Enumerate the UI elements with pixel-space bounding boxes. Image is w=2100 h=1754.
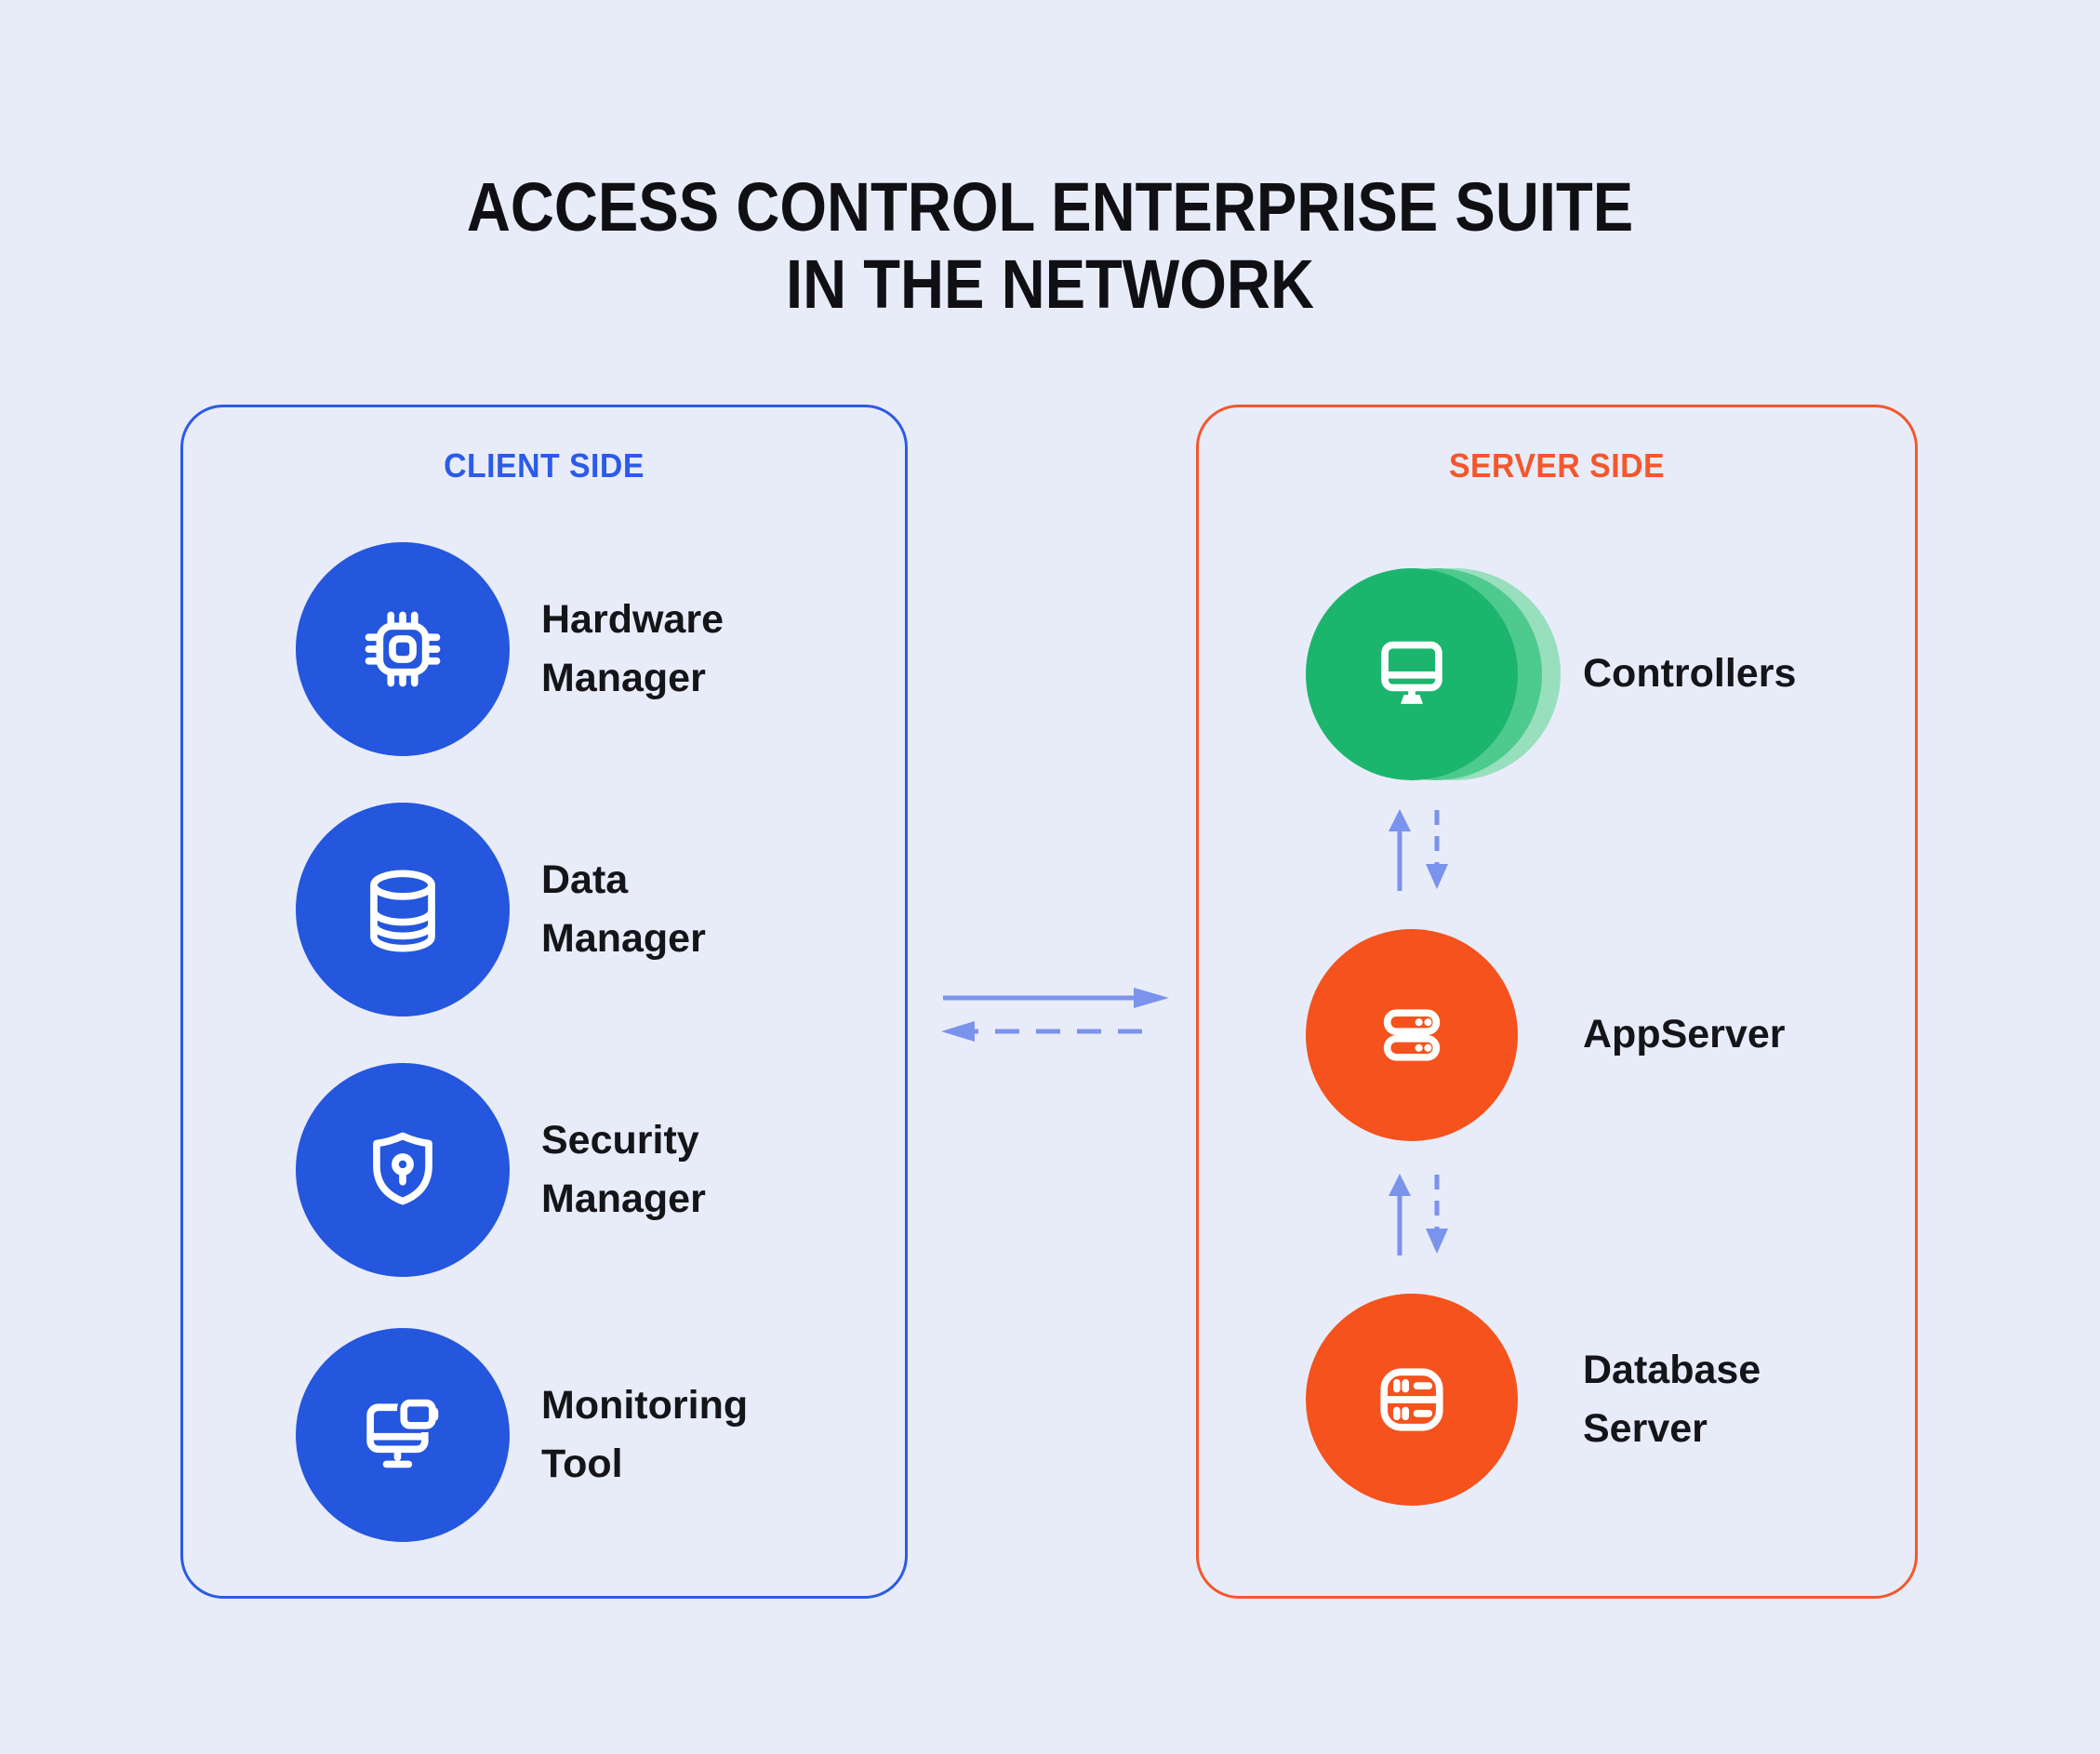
client-panel: CLIENT SIDE Hardware Manager [180,405,908,1599]
dashed-left-arrow [941,1021,1142,1042]
solid-up-arrow [1389,809,1411,891]
hardware-manager-label: Hardware Manager [541,596,724,700]
solid-up-arrow [1389,1174,1411,1256]
database-server-label: Database Server [1583,1347,1761,1451]
database-icon [355,862,450,957]
security-manager-label: Security Manager [541,1117,706,1221]
client-item-security-manager: Security Manager [183,1063,905,1277]
controllers-label: Controllers [1583,651,1797,697]
appserver-database-arrows [1389,1174,1448,1256]
server-panel: SERVER SIDE [1196,405,1918,1599]
page-title-line1: ACCESS CONTROL ENTERPRISE SUITE [466,168,1634,246]
database-server-icon [1364,1352,1459,1447]
monitoring-tool-label: Monitoring Tool [541,1382,749,1486]
server-item-controllers: Controllers [1199,568,1915,780]
server-item-appserver: AppServer [1199,929,1915,1141]
desktop-icon [1364,627,1459,722]
monitor-overlay-icon [355,1388,450,1482]
data-manager-label: Data Manager [541,857,706,961]
shield-keyhole-icon [355,1123,450,1217]
controllers-circle [1306,568,1561,780]
client-item-monitoring-tool: Monitoring Tool [183,1328,905,1542]
client-panel-header: CLIENT SIDE [444,446,645,485]
controllers-appserver-arrows [1389,809,1448,891]
security-manager-circle [296,1063,510,1277]
database-server-circle [1306,1294,1518,1506]
hardware-manager-circle [296,542,510,756]
monitoring-tool-circle [296,1328,510,1542]
solid-right-arrow [943,988,1169,1008]
page-title-line2: IN THE NETWORK [786,245,1314,323]
dashed-down-arrow [1426,1175,1448,1254]
page-title: ACCESS CONTROL ENTERPRISE SUITE IN THE N… [126,168,1974,324]
chip-icon [355,602,450,697]
appserver-circle [1306,929,1518,1141]
dashed-down-arrow [1426,810,1448,889]
appserver-label: AppServer [1583,1012,1786,1057]
server-item-database-server: Database Server [1199,1294,1915,1506]
server-rack-icon [1364,988,1459,1083]
client-server-arrows [941,988,1169,1042]
server-panel-header: SERVER SIDE [1448,446,1666,485]
client-item-hardware-manager: Hardware Manager [183,542,905,756]
data-manager-circle [296,803,510,1017]
client-item-data-manager: Data Manager [183,803,905,1017]
